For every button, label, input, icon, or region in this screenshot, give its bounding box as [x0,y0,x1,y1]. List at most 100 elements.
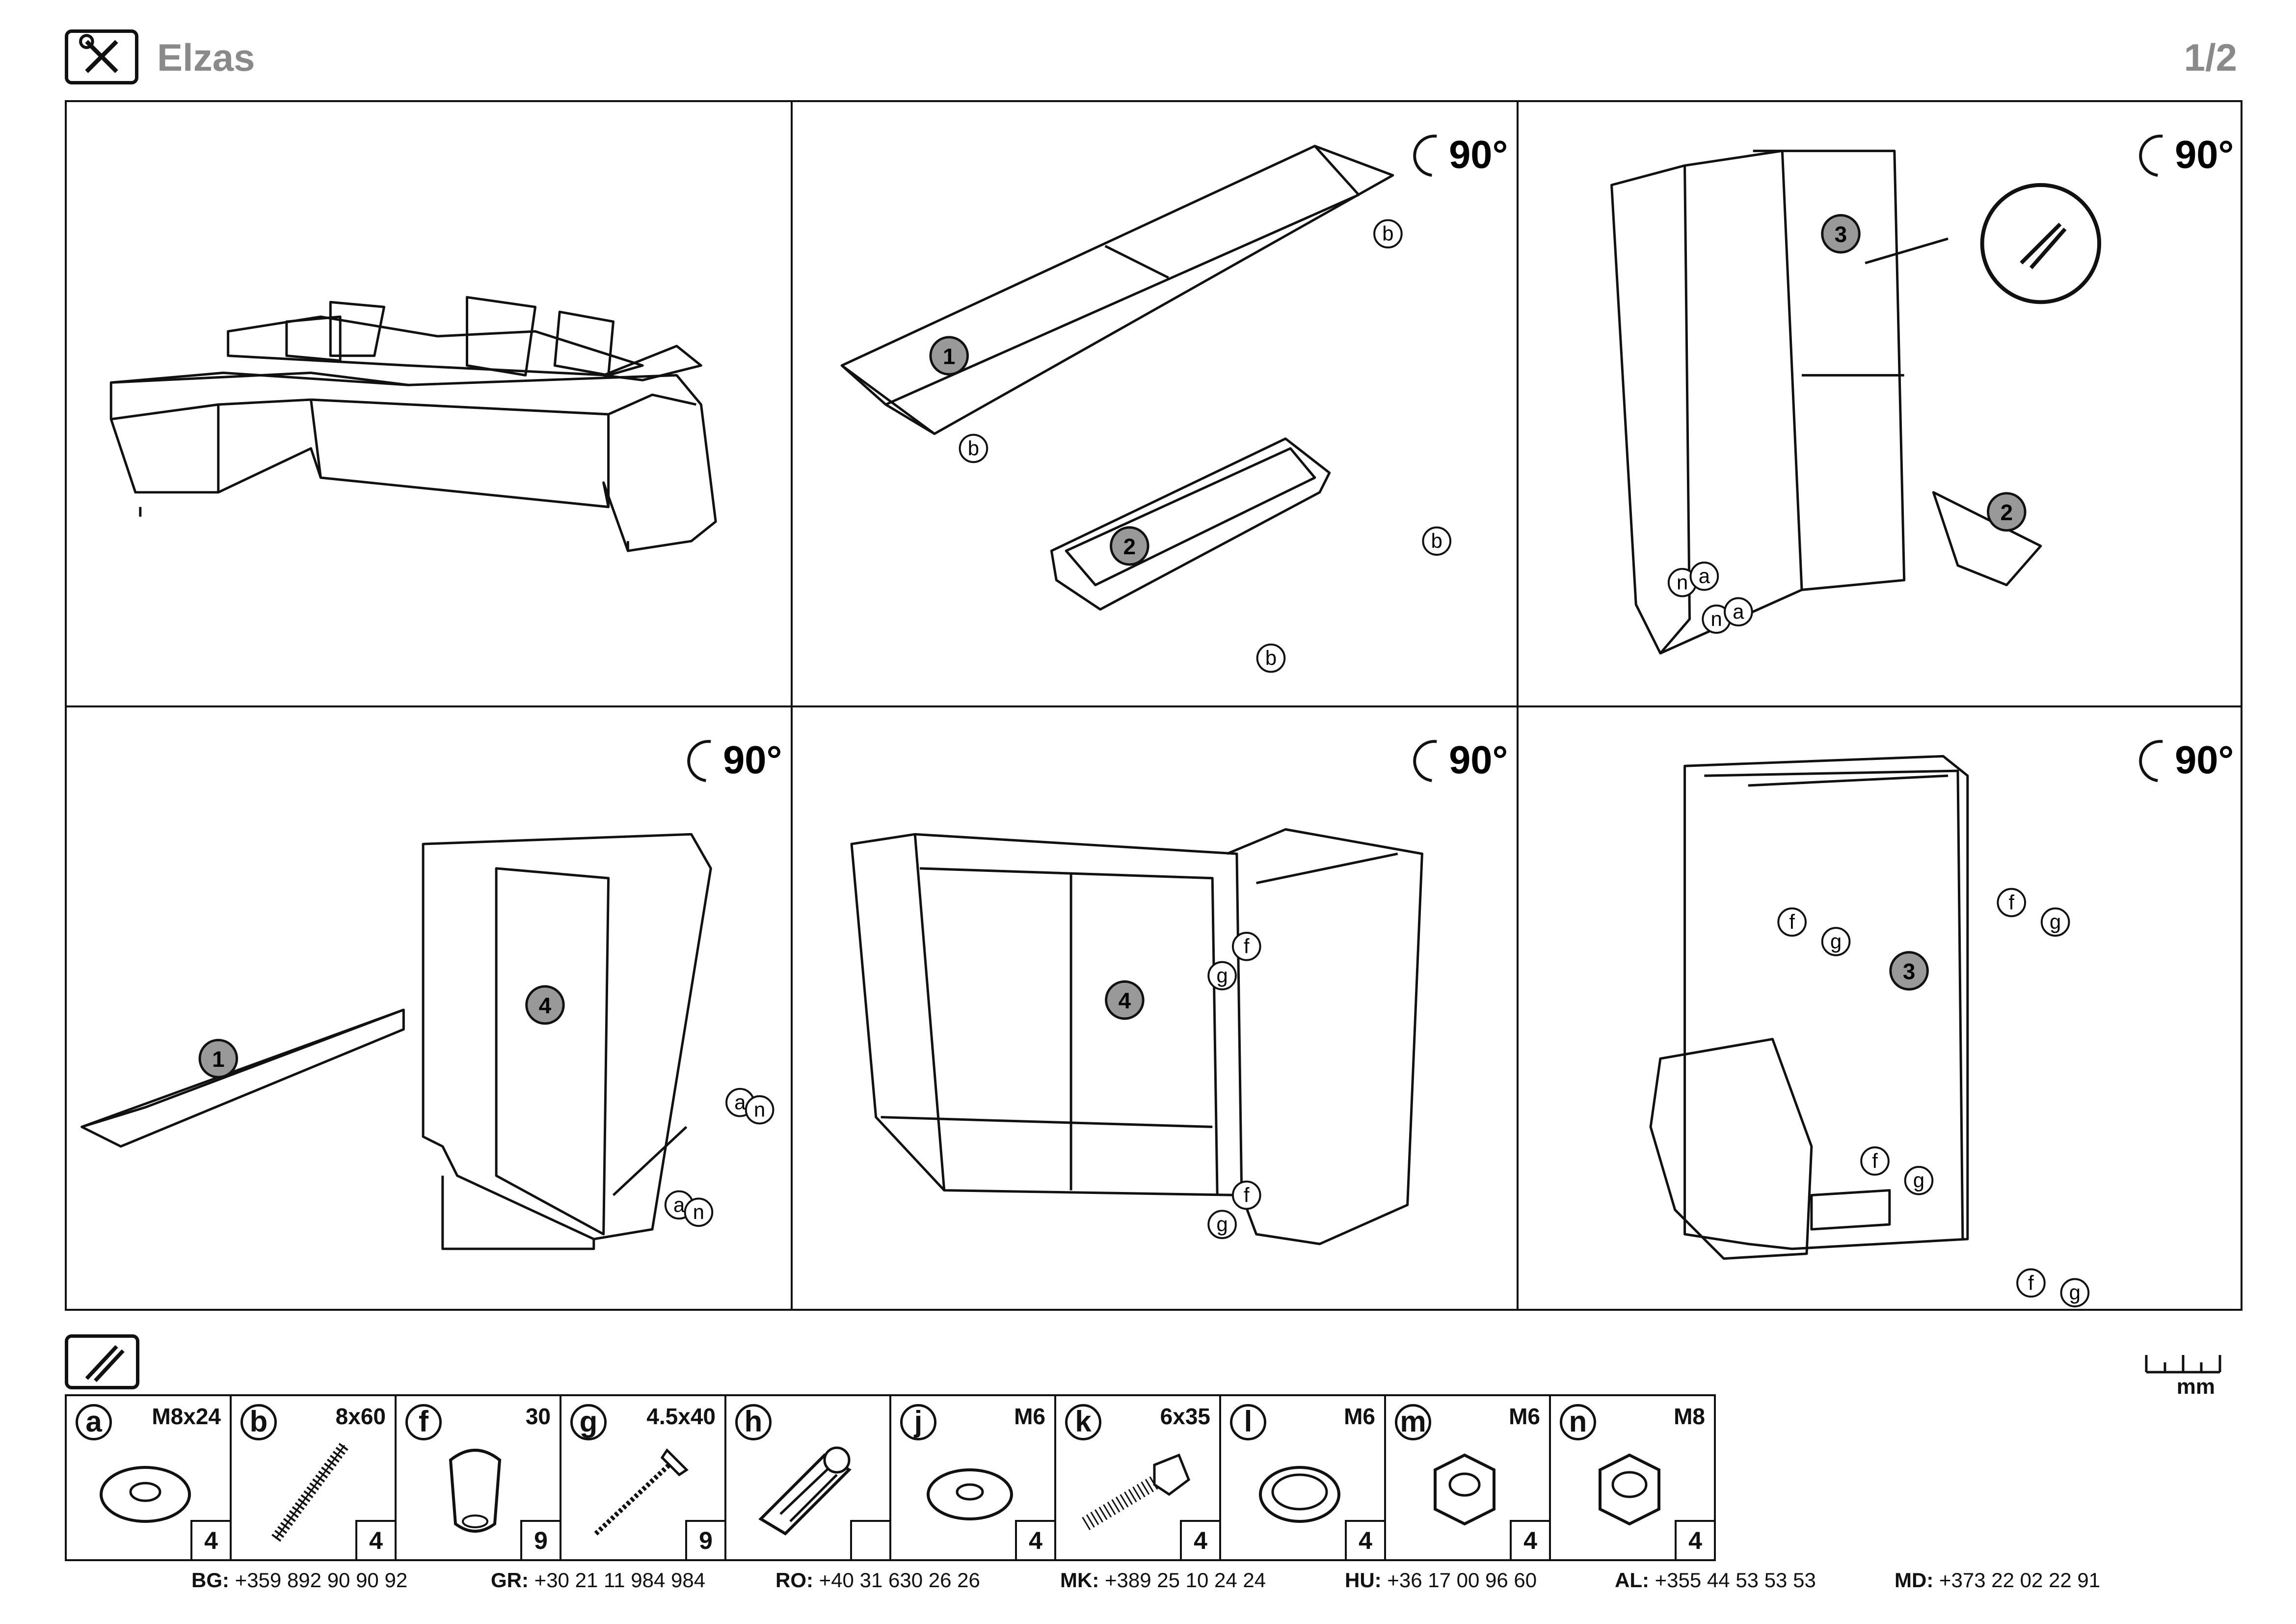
hardware-quantity: 4 [190,1520,230,1559]
hardware-callout-g: g [1913,1169,1924,1192]
rotate-arrow-icon [687,740,711,782]
hardware-callout-n: n [693,1200,704,1223]
spring-washer-icon [1259,1466,1340,1523]
hardware-callout-a: a [1699,565,1710,588]
hardware-item-b: b 8x60 4 [230,1394,397,1561]
hardware-quantity [850,1520,889,1559]
hardware-size: M6 [1014,1404,1045,1429]
part-label-3: 3 [1835,222,1847,247]
hardware-callout-g: g [1830,930,1842,953]
hardware-letter: l [1230,1404,1266,1440]
hardware-quantity: 4 [355,1520,395,1559]
nut-icon [1434,1453,1495,1526]
hardware-callout-b: b [1431,529,1442,552]
part-label-1: 1 [943,344,955,369]
sofa-illustration [109,296,717,552]
hardware-item-g: g 4.5x40 9 [560,1394,726,1561]
hardware-size: M6 [1509,1404,1540,1429]
hardware-callout-n: n [754,1098,765,1121]
washer-icon [100,1466,191,1523]
hardware-size: 6x35 [1160,1404,1210,1429]
contact-al: AL: +355 44 53 53 53 [1615,1569,1816,1592]
nut-icon [1599,1453,1660,1526]
panel-6-backrest-attach: 3 f g f g f g f g 90° [1517,705,2243,1311]
panel-4-side-attach: 1 4 a n a n 90° [65,705,793,1311]
hardware-letter: m [1395,1404,1431,1440]
hardware-letter: b [240,1404,277,1440]
hardware-item-a: a M8x24 4 [65,1394,232,1561]
hardware-callout-g: g [1216,964,1228,987]
hardware-letter: a [76,1404,112,1440]
rotate-arrow-icon [2139,135,2163,177]
foot-icon [449,1449,502,1533]
panel-2-illustration: 1 2 b b b b 90° [840,133,1508,673]
hardware-callout-f: f [1872,1149,1878,1172]
panel-6-illustration: 3 f g f g f g f g 90° [1649,738,2234,1308]
contact-md: MD: +373 22 02 22 91 [1895,1569,2101,1592]
hardware-callout-f: f [1244,935,1250,958]
contact-phones: BG: +359 892 90 90 92 GR: +30 21 11 984 … [0,1569,2296,1598]
panel-5-armrest-attach: 4 f g f g 90° [791,705,1519,1311]
part-label-4: 4 [539,993,552,1018]
hardware-quantity: 4 [1015,1520,1054,1559]
contact-ro: RO: +40 31 630 26 26 [775,1569,980,1592]
rotate-arrow-icon [2139,740,2163,782]
panel-5-illustration: 4 f g f g 90° [850,738,1508,1245]
panel-1-sofa-overview [65,100,793,707]
panel-4-illustration: 1 4 a n a n 90° [80,738,782,1250]
hardware-letter: n [1560,1404,1596,1440]
dowel-icon [271,1442,349,1542]
hardware-size: M8 [1674,1404,1705,1429]
hardware-callout-b: b [968,436,979,460]
contact-mk: MK: +389 25 10 24 24 [1060,1569,1266,1592]
bracket-icon [758,1446,852,1536]
part-label-4: 4 [1119,988,1131,1013]
hardware-quantity: 4 [1345,1520,1384,1559]
hardware-letter: g [570,1404,607,1440]
hardware-callout-b: b [1382,222,1393,245]
hardware-callout-f: f [2008,891,2014,914]
hardware-callout-f: f [1244,1183,1250,1206]
part-label-3: 3 [1903,959,1915,984]
page-number: 1/2 [2184,36,2237,79]
hardware-size: 8x60 [335,1404,386,1429]
hardware-callout-n: n [1677,571,1688,594]
hardware-item-n: n M8 4 [1549,1394,1716,1561]
hardware-size: M8x24 [152,1404,221,1429]
rotation-label: 90° [723,738,782,782]
hardware-letter: h [735,1404,772,1440]
product-title: Elzas [157,36,255,79]
ruler-unit: mm [2176,1375,2215,1399]
hardware-list: a M8x24 4 b 8x60 4 f 30 9 g 4.5x40 9 h j… [65,1394,1716,1561]
hardware-letter: k [1065,1404,1101,1440]
screwdriver-icon [65,1334,139,1389]
part-label-2: 2 [2001,500,2013,525]
panel-2-base-frames: 1 2 b b b b 90° [791,100,1519,707]
hardware-callout-a: a [1733,600,1744,623]
instruction-grid: 1 2 b b b b 90° [65,100,2243,1311]
screw-icon [594,1448,689,1536]
rotate-arrow-icon [1413,740,1437,782]
hardware-item-l: l M6 4 [1219,1394,1386,1561]
hardware-item-k: k 6x35 4 [1054,1394,1221,1561]
hardware-size: M6 [1344,1404,1375,1429]
hardware-item-m: m M6 4 [1384,1394,1551,1561]
hardware-callout-a: a [734,1091,746,1114]
hardware-quantity: 4 [1510,1520,1549,1559]
panel-3-illustration: 3 2 n a n a 90° [1610,133,2234,655]
rotation-label: 90° [1449,738,1508,782]
hardware-callout-g: g [2050,910,2061,933]
part-label-2: 2 [1123,534,1136,559]
rotation-label: 90° [2175,738,2234,782]
contact-bg: BG: +359 892 90 90 92 [191,1569,408,1592]
rotate-arrow-icon [1413,135,1437,177]
hardware-callout-f: f [2028,1271,2034,1294]
hardware-size: 4.5x40 [646,1404,716,1429]
hardware-callout-g: g [1216,1213,1228,1236]
hardware-letter: f [405,1404,442,1440]
hardware-item-j: j M6 4 [889,1394,1056,1561]
tools-icon [65,29,138,84]
hardware-quantity: 9 [520,1520,560,1559]
part-label-1: 1 [212,1047,224,1072]
hardware-item-f: f 30 9 [395,1394,561,1561]
